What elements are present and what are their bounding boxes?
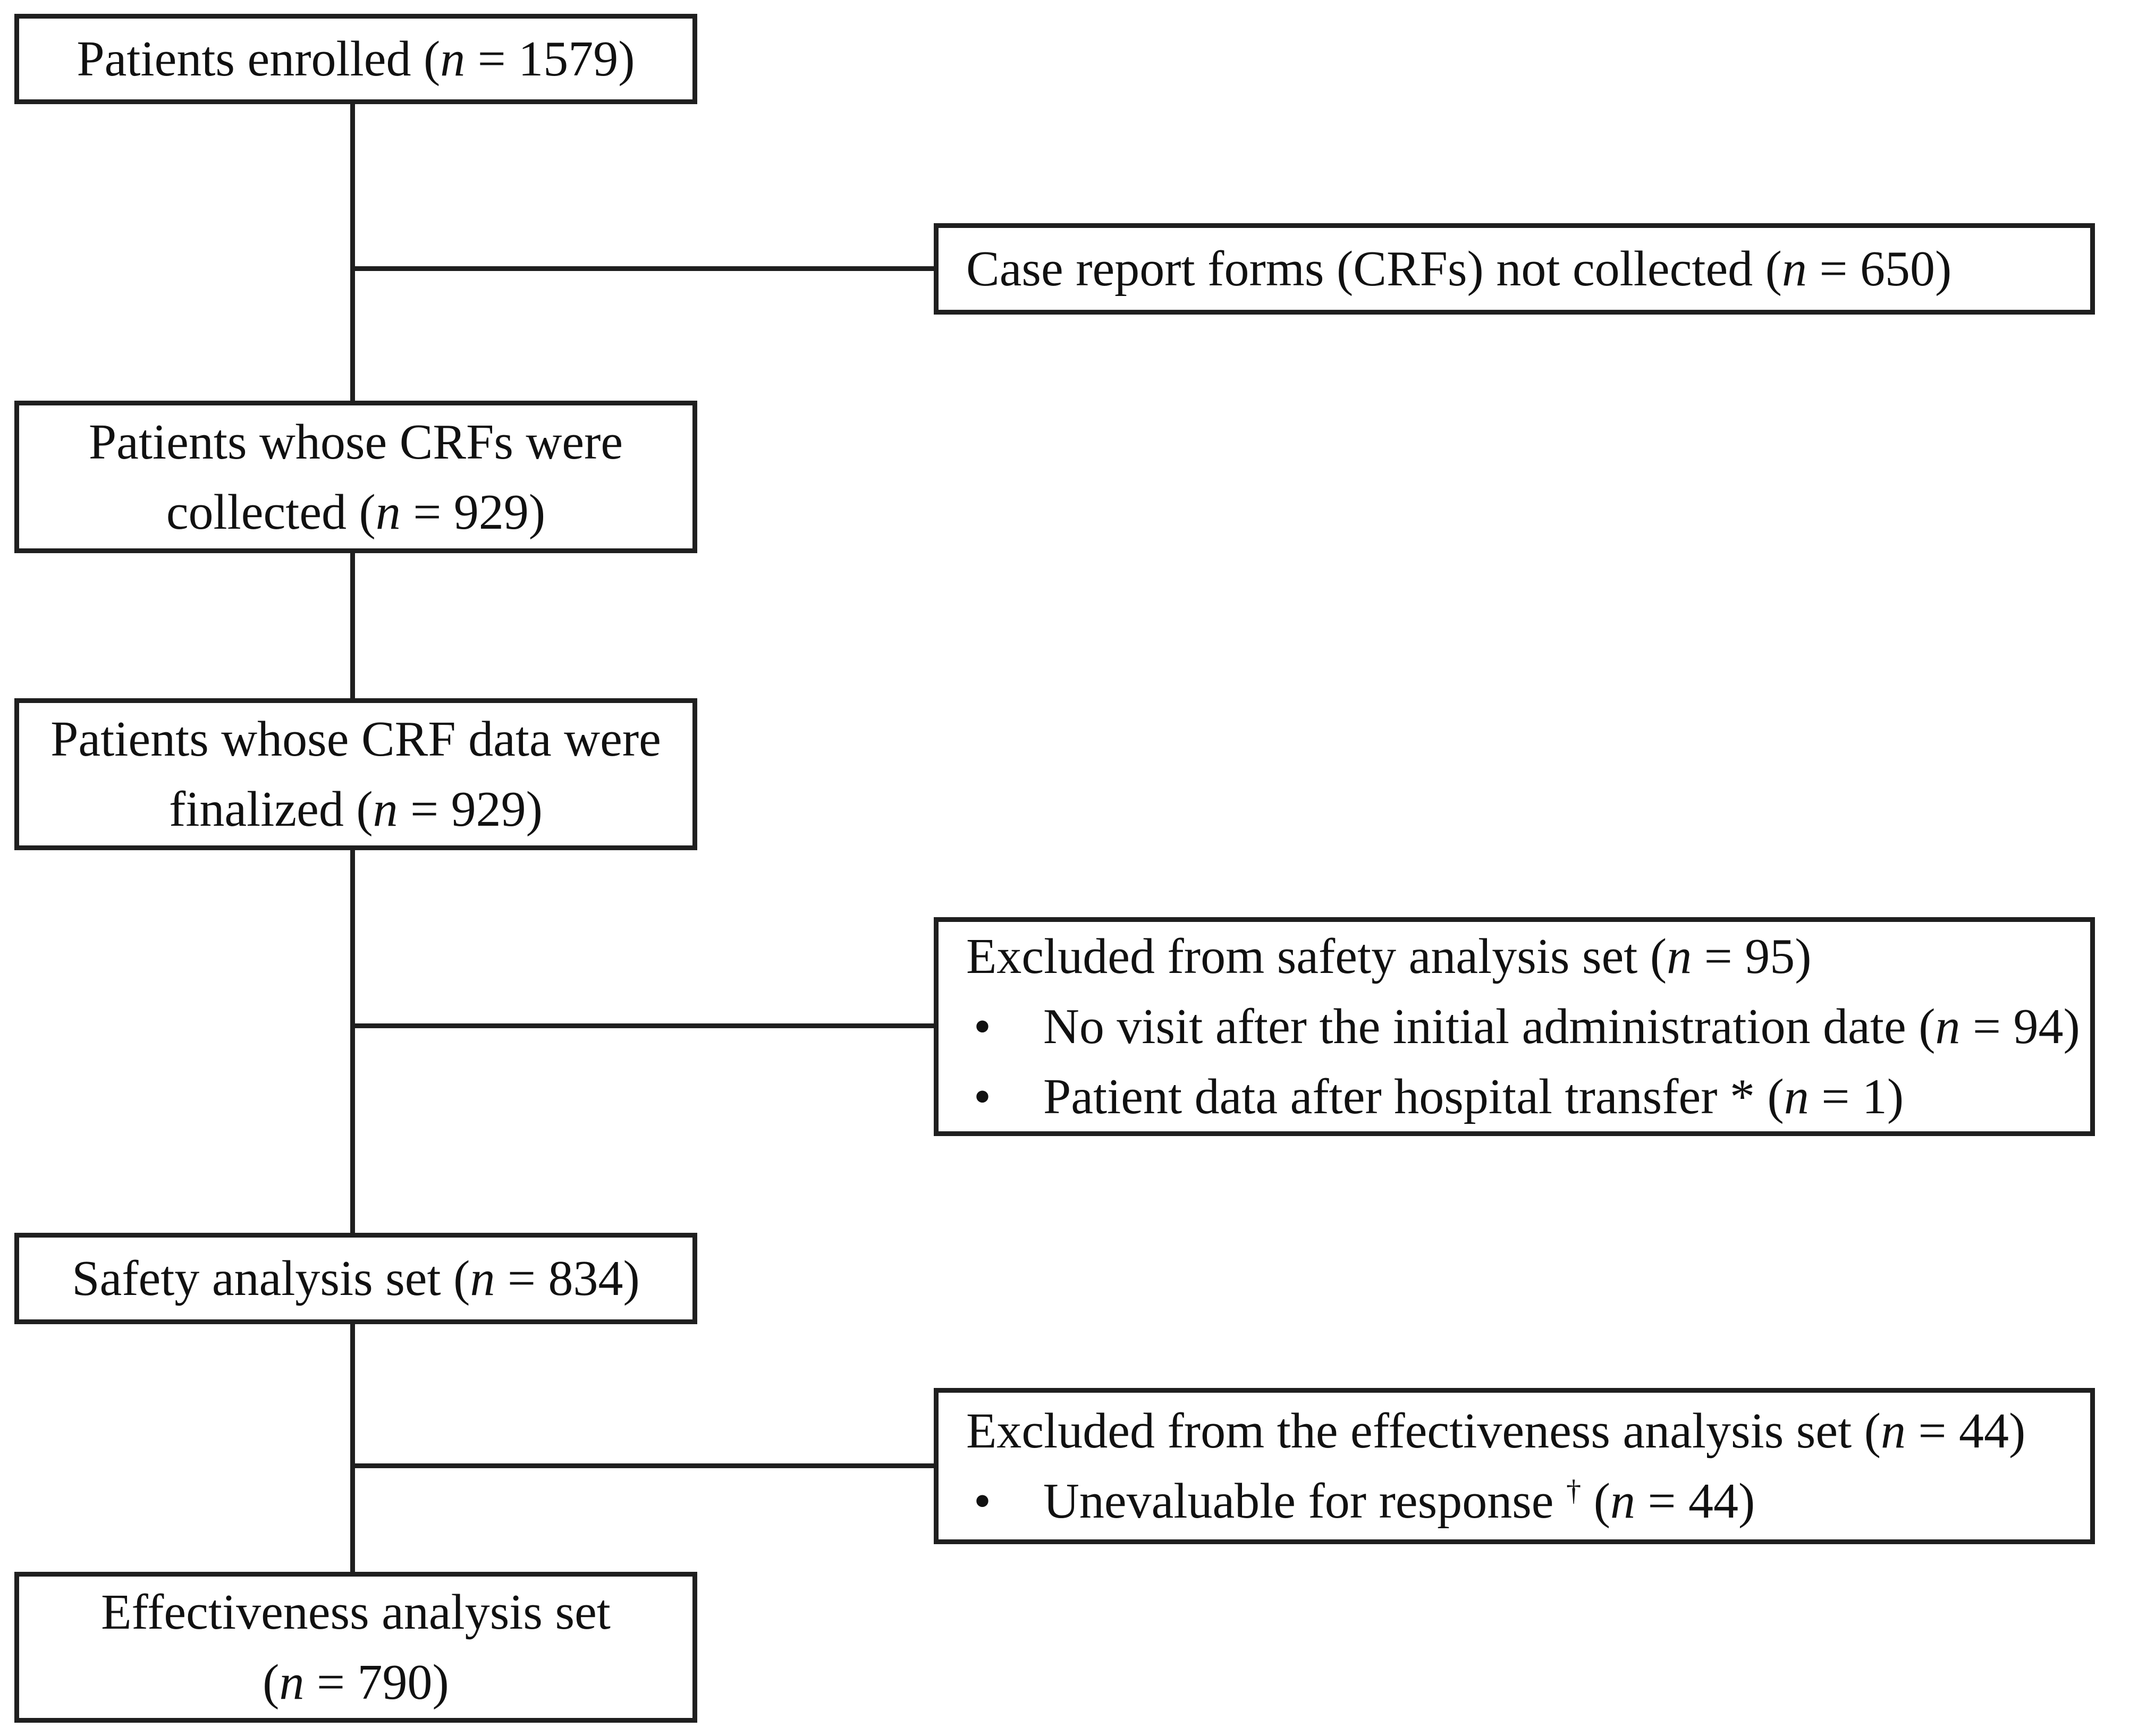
effectiveness-set-line2: (n = 790)	[263, 1655, 449, 1710]
branch-to-excluded-effectiveness	[350, 1463, 934, 1468]
box-excluded-from-safety-set: Excluded from safety analysis set (n = 9…	[934, 917, 2095, 1136]
bullet-icon: •	[974, 999, 991, 1054]
dagger-footnote-mark: †	[1566, 1474, 1582, 1508]
connector-finalized-to-safety	[350, 850, 355, 1234]
crf-finalized-line2: finalized (n = 929)	[169, 782, 543, 837]
excluded-effectiveness-bullet-1-text: Unevaluable for response † (n = 44)	[1043, 1474, 1755, 1529]
excluded-effectiveness-bullet-1: • Unevaluable for response † (n = 44)	[966, 1466, 1755, 1536]
box-crfs-not-collected: Case report forms (CRFs) not collected (…	[934, 223, 2095, 315]
excluded-safety-bullet-2-text: Patient data after hospital transfer * (…	[1043, 1069, 1904, 1124]
bullet-icon: •	[974, 1069, 991, 1124]
connector-safety-to-effectiveness	[350, 1324, 355, 1573]
crfs-not-collected-label: Case report forms (CRFs) not collected (…	[966, 241, 1952, 297]
crfs-collected-line2: collected (n = 929)	[166, 484, 546, 540]
safety-set-label: Safety analysis set (n = 834)	[72, 1251, 640, 1306]
effectiveness-set-line1: Effectiveness analysis set	[101, 1585, 611, 1640]
bullet-icon: •	[974, 1474, 991, 1529]
box-crf-data-finalized: Patients whose CRF data were finalized (…	[14, 698, 697, 850]
box-excluded-from-effectiveness-set: Excluded from the effectiveness analysis…	[934, 1388, 2095, 1544]
connector-enrolled-to-collected	[350, 104, 355, 402]
box-patients-enrolled: Patients enrolled (n = 1579)	[14, 14, 697, 104]
branch-to-crfs-not-collected	[350, 266, 934, 271]
excluded-effectiveness-title: Excluded from the effectiveness analysis…	[966, 1403, 2026, 1459]
box-safety-analysis-set: Safety analysis set (n = 834)	[14, 1233, 697, 1324]
connector-collected-to-finalized	[350, 553, 355, 699]
box-effectiveness-analysis-set: Effectiveness analysis set (n = 790)	[14, 1572, 697, 1723]
excluded-safety-bullet-2: • Patient data after hospital transfer *…	[966, 1062, 1904, 1132]
excluded-safety-bullet-1-text: No visit after the initial administratio…	[1043, 999, 2080, 1054]
patients-enrolled-label: Patients enrolled (n = 1579)	[77, 31, 635, 87]
box-crfs-collected: Patients whose CRFs were collected (n = …	[14, 401, 697, 553]
branch-to-excluded-safety	[350, 1023, 934, 1028]
excluded-safety-title: Excluded from safety analysis set (n = 9…	[966, 929, 1812, 984]
excluded-safety-bullet-1: • No visit after the initial administrat…	[966, 992, 2080, 1062]
crf-finalized-line1: Patients whose CRF data were	[50, 712, 661, 767]
crfs-collected-line1: Patients whose CRFs were	[88, 414, 623, 470]
